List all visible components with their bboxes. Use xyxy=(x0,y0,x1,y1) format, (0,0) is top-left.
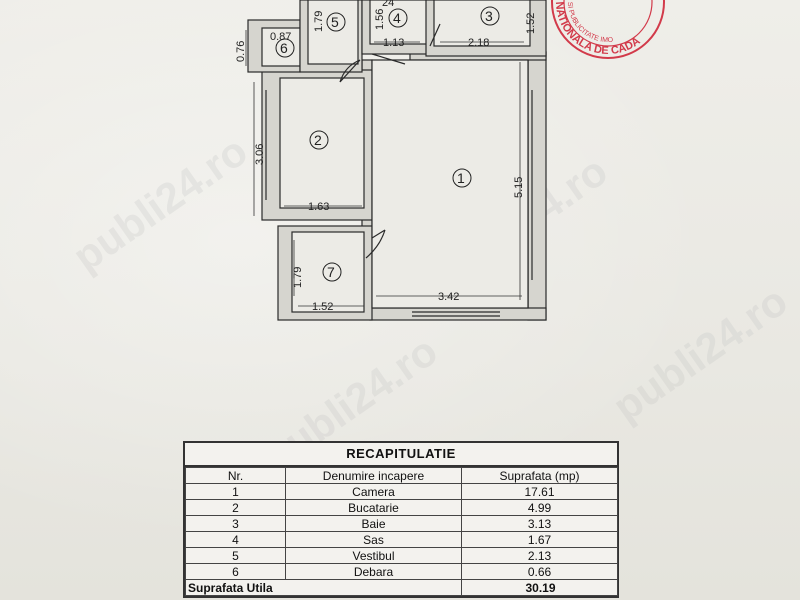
room-number: 4 xyxy=(393,10,401,26)
row-nr: 5 xyxy=(185,547,286,564)
table-row: 3 Baie 3.13 xyxy=(185,515,618,532)
row-name: Baie xyxy=(285,515,462,532)
table-row: 4 Sas 1.67 xyxy=(185,531,618,548)
room-7-floor xyxy=(291,231,365,313)
footer-label: Suprafata Utila xyxy=(185,579,462,596)
table-row: 2 Bucatarie 4.99 xyxy=(185,499,618,516)
room-number-circle xyxy=(326,12,346,32)
door-swing xyxy=(365,229,386,259)
door-swing xyxy=(339,59,361,83)
row-nr: 3 xyxy=(185,515,286,532)
room-number-circle xyxy=(275,38,295,58)
svg-text:NATIONALA DE CADA: NATIONALA DE CADA xyxy=(553,1,643,57)
room-number: 2 xyxy=(314,132,322,148)
room-number-circle xyxy=(388,8,408,28)
dim-label: 1.79 xyxy=(313,11,325,32)
table-row: 5 Vestibul 2.13 xyxy=(185,547,618,564)
dim-label: 5.15 xyxy=(513,177,525,198)
row-name: Camera xyxy=(285,483,462,500)
table-row: 6 Debara 0.66 xyxy=(185,563,618,580)
row-area: 3.13 xyxy=(461,515,618,532)
room-1-floor xyxy=(371,59,529,309)
room-number: 5 xyxy=(331,14,339,30)
wall-room-1-bottom xyxy=(369,307,547,321)
area-table: Nr. Denumire incapere Suprafata (mp) 1 C… xyxy=(185,467,618,596)
dim-label: 1.52 xyxy=(312,301,333,313)
dim-label: 0.87 xyxy=(270,31,291,43)
row-area: 0.66 xyxy=(461,563,618,580)
row-name: Vestibul xyxy=(285,547,462,564)
row-name: Sas xyxy=(285,531,462,548)
table-footer-row: Suprafata Utila 30.19 xyxy=(185,579,618,596)
dim-label: 1.13 xyxy=(383,37,404,49)
dim-label: 1.56 xyxy=(374,9,386,30)
dim-label: 3.42 xyxy=(438,291,459,303)
table-row: 1 Camera 17.61 xyxy=(185,483,618,500)
row-nr: 2 xyxy=(185,499,286,516)
dim-label: 3.06 xyxy=(254,144,266,165)
row-area: 1.67 xyxy=(461,531,618,548)
floor-plan: 0.76 0.87 1.79 1.56 1.13 24 2.18 1.52 3.… xyxy=(235,0,547,321)
door-swing xyxy=(429,23,441,47)
room-number-circle xyxy=(452,168,472,188)
row-name: Bucatarie xyxy=(285,499,462,516)
room-number: 6 xyxy=(280,40,288,56)
room-3-floor xyxy=(433,0,531,47)
recap-table: RECAPITULATIE Nr. Denumire incapere Supr… xyxy=(183,441,619,598)
header-nr: Nr. xyxy=(185,467,286,484)
dim-label: 0.76 xyxy=(235,41,247,62)
footer-value: 30.19 xyxy=(461,579,618,596)
row-area: 4.99 xyxy=(461,499,618,516)
dim-label: 1.63 xyxy=(308,201,329,213)
room-number-circle xyxy=(480,6,500,26)
table-header-row: Nr. Denumire incapere Suprafata (mp) xyxy=(185,467,618,484)
room-number: 3 xyxy=(485,8,493,24)
dim-label: 1.79 xyxy=(292,267,304,288)
header-area: Suprafata (mp) xyxy=(461,467,618,484)
row-area: 17.61 xyxy=(461,483,618,500)
row-nr: 6 xyxy=(185,563,286,580)
room-2-floor xyxy=(279,77,365,209)
room-number-circle xyxy=(309,130,329,150)
room-number-circle xyxy=(322,262,342,282)
official-stamp: NATIONALA DE CADA SI PUBLICITATE IMO xyxy=(551,0,665,59)
room-number: 1 xyxy=(457,170,465,186)
dim-label: 24 xyxy=(382,0,394,9)
header-room-name: Denumire incapere xyxy=(285,467,462,484)
row-nr: 1 xyxy=(185,483,286,500)
room-5-floor xyxy=(307,0,359,65)
row-name: Debara xyxy=(285,563,462,580)
dim-label: 1.52 xyxy=(525,13,537,34)
room-number: 7 xyxy=(327,264,335,280)
row-area: 2.13 xyxy=(461,547,618,564)
dim-label: 2.18 xyxy=(468,37,489,49)
recap-title: RECAPITULATIE xyxy=(185,443,617,467)
door-swing xyxy=(371,53,406,65)
row-nr: 4 xyxy=(185,531,286,548)
stamp-text: NATIONALA DE CADA xyxy=(553,1,643,57)
wall-room-1-right xyxy=(527,51,547,321)
